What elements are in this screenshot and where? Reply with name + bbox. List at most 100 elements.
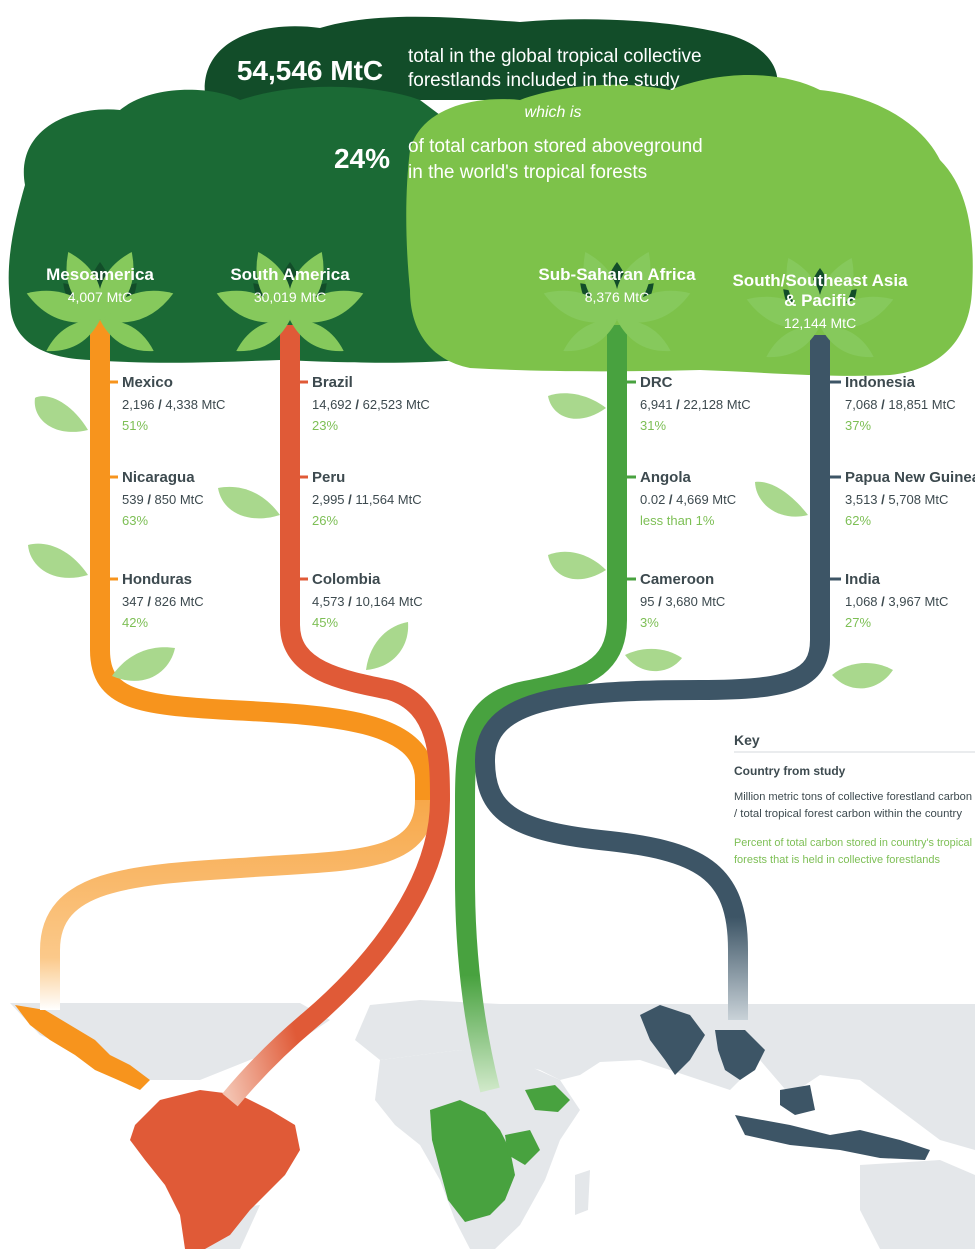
total-carbon: 11,564 MtC <box>352 492 422 507</box>
map-south-america <box>130 1090 300 1249</box>
leaf-icon <box>366 622 409 670</box>
region-name: Sub-Saharan Africa <box>538 265 696 284</box>
leaf-icon <box>288 252 324 320</box>
total-carbon: 4,669 MtC <box>673 492 737 507</box>
map-europe-asia <box>355 1000 975 1150</box>
leaf-icon <box>625 648 682 672</box>
leaf-icon <box>100 319 154 352</box>
country-entry: Indonesia 7,068 / 18,851 MtC 37% <box>829 374 956 433</box>
country-carbon: 2,196 / 4,338 MtC <box>122 397 225 412</box>
branches <box>40 315 830 1107</box>
country-carbon: 6,941 / 22,128 MtC <box>640 397 751 412</box>
map-madagascar <box>575 1170 590 1215</box>
separator-slash: / <box>147 594 151 609</box>
country-name: Cameroon <box>640 571 714 588</box>
branch-mesoamerica <box>90 315 435 810</box>
leaf-icon <box>290 319 344 352</box>
region-total: 30,019 MtC <box>254 289 326 305</box>
total-carbon: 3,680 MtC <box>662 594 726 609</box>
country-name: Papua New Guinea <box>845 469 975 486</box>
collective-carbon: 4,573 <box>312 594 348 609</box>
collective-carbon: 2,995 <box>312 492 348 507</box>
leaf-icon <box>236 319 290 352</box>
leaf-icon <box>820 296 894 329</box>
separator-slash: / <box>348 492 352 507</box>
country-name: Indonesia <box>845 374 916 391</box>
country-percent: 3% <box>640 615 659 630</box>
total-carbon: 18,851 MtC <box>885 397 956 412</box>
map-india <box>640 1005 705 1075</box>
leaf-icon <box>256 252 292 320</box>
key-percent-line-1: Percent of total carbon stored in countr… <box>734 837 972 849</box>
collective-carbon: 7,068 <box>845 397 881 412</box>
separator-slash: / <box>881 594 885 609</box>
collective-carbon: 6,941 <box>640 397 676 412</box>
leaf-icon <box>617 319 671 352</box>
total-carbon: 3,967 MtC <box>885 594 949 609</box>
region-group: Mesoamerica 4,007 MtC <box>26 252 174 352</box>
country-percent: 42% <box>122 615 148 630</box>
leaf-icon <box>46 319 100 352</box>
region-total: 4,007 MtC <box>68 289 133 305</box>
separator-slash: / <box>669 492 673 507</box>
map-borneo <box>780 1085 815 1115</box>
country-percent: 27% <box>845 615 871 630</box>
map-mesoamerica <box>15 1005 150 1090</box>
country-name: Peru <box>312 469 345 486</box>
percent-text-line-1: of total carbon stored aboveground <box>408 136 703 157</box>
collective-carbon: 3,513 <box>845 492 881 507</box>
map-southeast-asia <box>715 1030 765 1080</box>
map-ethiopia <box>525 1085 570 1112</box>
key-percent-line-2: forests that is held in collective fores… <box>734 854 940 866</box>
leaf-icon <box>786 258 822 326</box>
leaf-icon <box>615 252 651 320</box>
country-carbon: 7,068 / 18,851 MtC <box>845 397 956 412</box>
total-carbon-value: 54,546 MtC <box>237 55 383 86</box>
leaf-icon <box>543 290 617 323</box>
leaf-icon <box>290 290 364 323</box>
leaf-icon <box>832 663 893 689</box>
leaf-icon <box>66 252 102 320</box>
country-percent: 62% <box>845 513 871 528</box>
country-name: Angola <box>640 469 691 486</box>
country-percent: 45% <box>312 615 338 630</box>
country-carbon: 1,068 / 3,967 MtC <box>845 594 948 609</box>
leaf-icon <box>112 647 175 681</box>
separator-slash: / <box>658 594 662 609</box>
country-percent: 37% <box>845 418 871 433</box>
map-indonesia <box>735 1115 930 1160</box>
region-total: 12,144 MtC <box>784 315 856 331</box>
country-carbon: 347 / 826 MtC <box>122 594 204 609</box>
leaf-icon <box>818 258 854 326</box>
country-entry: Papua New Guinea 3,513 / 5,708 MtC 62% <box>829 469 975 528</box>
total-carbon-text-line-2: forestlands included in the study <box>408 70 680 91</box>
country-name: Brazil <box>312 374 353 391</box>
percent-value: 24% <box>334 143 390 174</box>
region-name: Mesoamerica <box>46 265 154 284</box>
separator-slash: / <box>355 397 359 412</box>
canopy-top-dark <box>204 16 778 100</box>
separator-slash: / <box>147 492 151 507</box>
collective-carbon: 539 <box>122 492 147 507</box>
country-carbon: 3,513 / 5,708 MtC <box>845 492 948 507</box>
connector-text: which is <box>525 104 582 121</box>
key-country-label: Country from study <box>734 764 846 778</box>
total-carbon: 5,708 MtC <box>885 492 949 507</box>
map-north-america <box>10 1003 330 1080</box>
leaf-icon <box>218 486 280 519</box>
country-carbon: 14,692 / 62,523 MtC <box>312 397 430 412</box>
country-carbon: 539 / 850 MtC <box>122 492 204 507</box>
leaf-icon <box>98 252 134 320</box>
country-name: Colombia <box>312 571 381 588</box>
branch-sub-saharan-africa <box>455 325 627 1093</box>
